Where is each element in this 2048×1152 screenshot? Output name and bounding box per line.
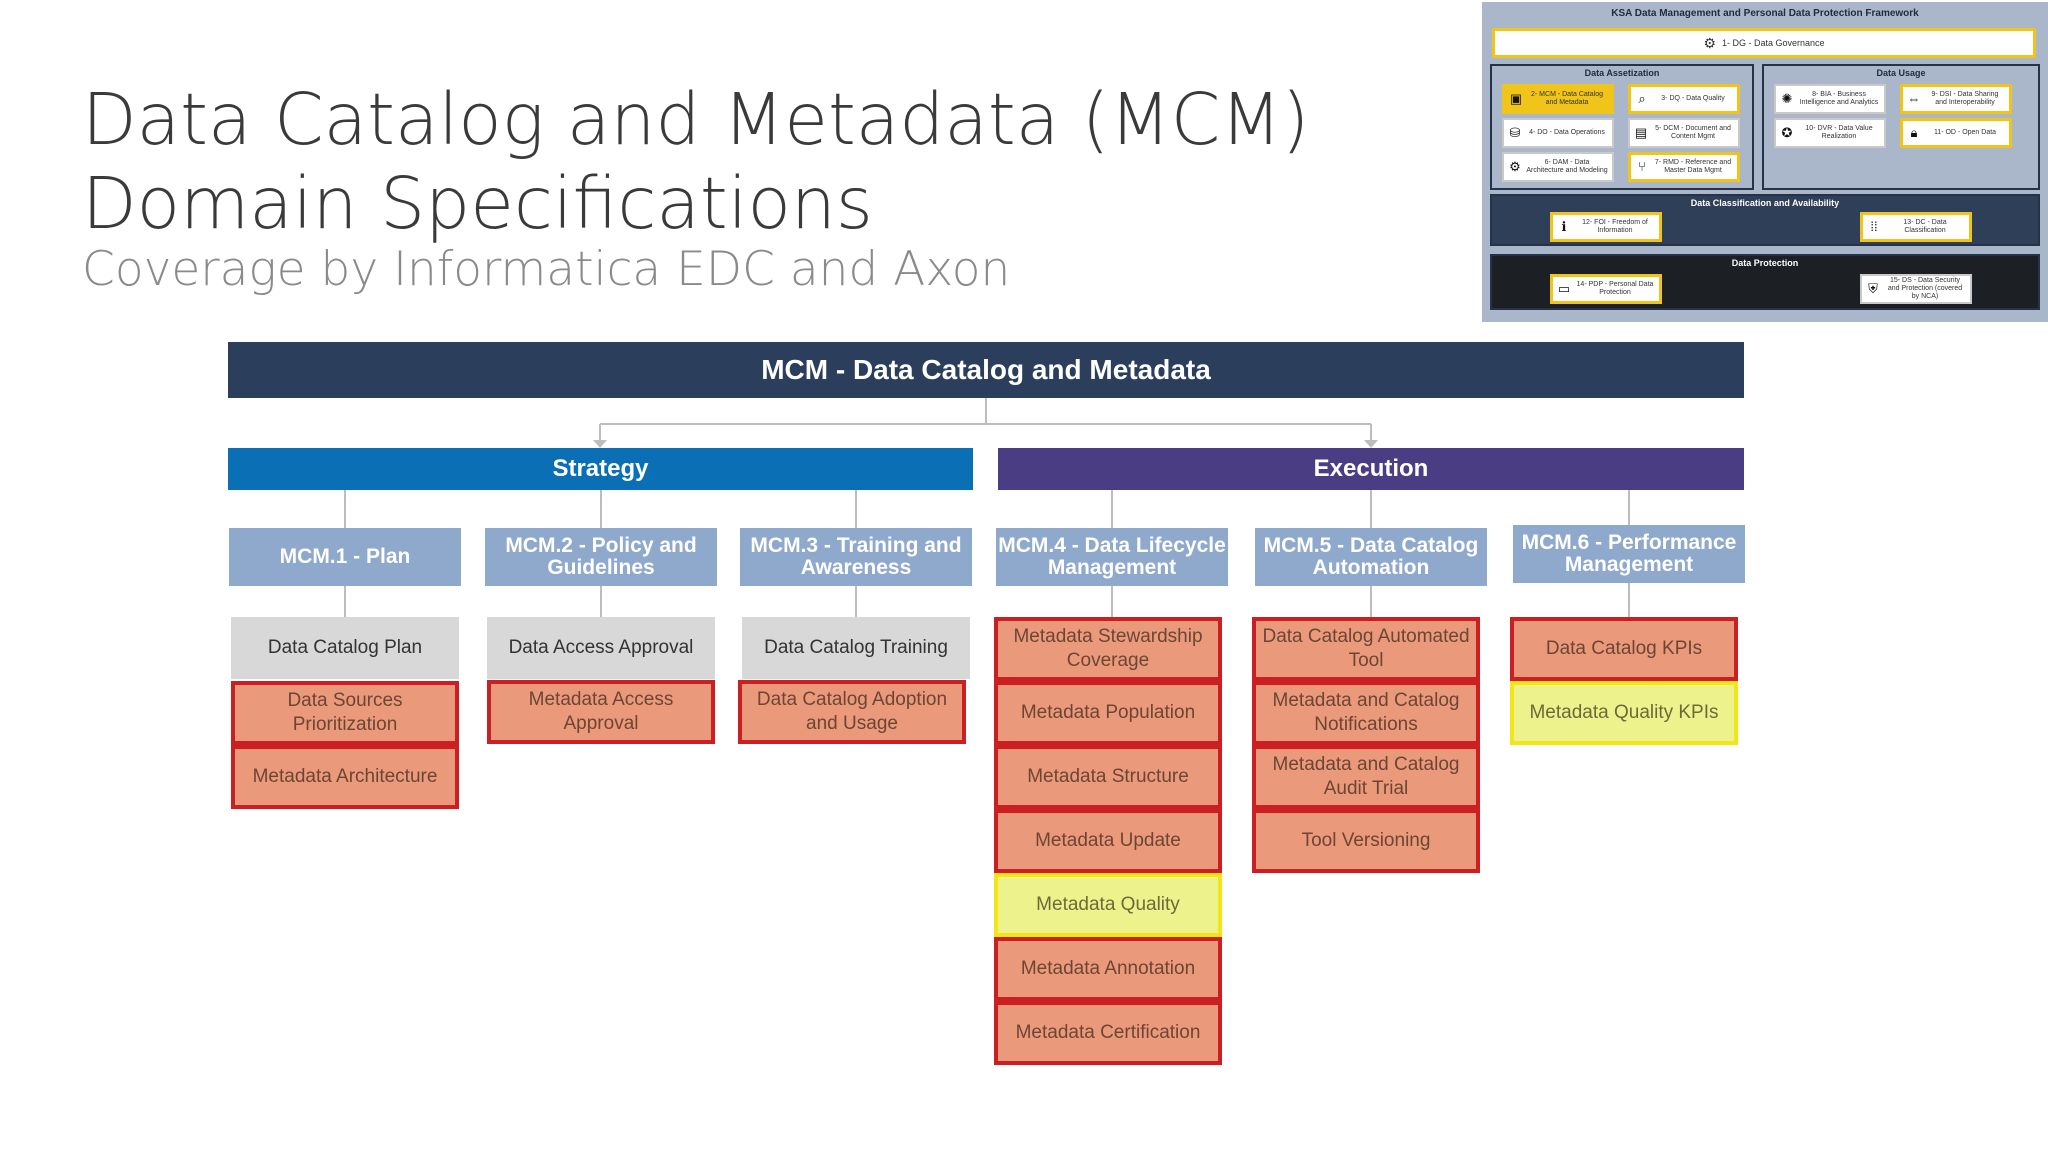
fw-item-dc: ⁞⁞13- DC - Data Classification xyxy=(1860,212,1972,242)
gear-icon: ⚙ xyxy=(1509,159,1521,174)
framework-assetization-panel: Data Assetization ▣2- MCM - Data Catalog… xyxy=(1490,64,1754,190)
database-icon: ⛁ xyxy=(1509,125,1521,140)
item-metadata-structure: Metadata Structure xyxy=(994,745,1222,809)
mcm-banner: MCM - Data Catalog and Metadata xyxy=(228,342,1744,398)
item-metadata-quality: Metadata Quality xyxy=(994,873,1222,937)
item-metadata-population: Metadata Population xyxy=(994,681,1222,745)
usage-title: Data Usage xyxy=(1876,68,1926,78)
assetization-title: Data Assetization xyxy=(1584,68,1660,78)
fw-item-dam: ⚙6- DAM - Data Architecture and Modeling xyxy=(1502,152,1614,182)
classification-title: Data Classification and Availability xyxy=(1690,198,1840,208)
framework-governance: ⚙ 1- DG - Data Governance xyxy=(1492,28,2036,58)
grid-icon: ⁞⁞ xyxy=(1870,219,1878,234)
fw-item-mcm: ▣2- MCM - Data Catalog and Metadata xyxy=(1502,84,1614,114)
item-metadata-architecture: Metadata Architecture xyxy=(231,745,459,809)
item-data-catalog-automated-tool: Data Catalog Automated Tool xyxy=(1252,617,1480,681)
arrow-execution xyxy=(1364,440,1378,448)
fw-item-pdp: ▭14- PDP - Personal Data Protection xyxy=(1550,274,1662,304)
fw-item-rmd: ⑂7- RMD - Reference and Master Data Mgmt xyxy=(1628,152,1740,182)
item-metadata-update: Metadata Update xyxy=(994,809,1222,873)
fw-item-dcm: ▤5- DCM - Document and Content Mgmt xyxy=(1628,118,1740,148)
item-data-catalog-training: Data Catalog Training xyxy=(742,617,970,679)
info-icon: ℹ xyxy=(1561,219,1567,234)
item-data-catalog-adoption: Data Catalog Adoption and Usage xyxy=(738,680,966,744)
fw-item-do: ⛁4- DO - Data Operations xyxy=(1502,118,1614,148)
id-card-icon: ▭ xyxy=(1557,281,1571,296)
item-metadata-catalog-audit-trial: Metadata and Catalog Audit Trial xyxy=(1252,745,1480,809)
slide-title: Data Catalog and Metadata (MCM) Domain S… xyxy=(82,78,1309,246)
exchange-icon: ⇔ xyxy=(1907,91,1921,106)
fw-item-od: 🔒︎11- OD - Open Data xyxy=(1900,118,2012,148)
framework-title: KSA Data Management and Personal Data Pr… xyxy=(1611,8,1919,19)
lock-icon: 🔒︎ xyxy=(1910,125,1918,140)
framework-thumbnail: KSA Data Management and Personal Data Pr… xyxy=(1482,2,2048,322)
column-header-mcm6: MCM.6 - Performance Management xyxy=(1513,525,1745,583)
phase-execution: Execution xyxy=(998,448,1744,490)
column-header-mcm5: MCM.5 - Data Catalog Automation xyxy=(1255,528,1487,586)
fw-item-dvr: ✪10- DVR - Data Value Realization xyxy=(1774,118,1886,148)
item-metadata-stewardship-coverage: Metadata Stewardship Coverage xyxy=(994,617,1222,681)
column-header-mcm3: MCM.3 - Training and Awareness xyxy=(740,528,972,586)
slide-subtitle: Coverage by Informatica EDC and Axon xyxy=(82,242,1011,297)
value-icon: ✪ xyxy=(1781,125,1793,140)
framework-usage-panel: Data Usage ✺8- BIA - Business Intelligen… xyxy=(1762,64,2040,190)
search-icon: ⌕ xyxy=(1638,91,1646,106)
title-line-2: Domain Specifications xyxy=(82,162,873,245)
brain-icon: ✺ xyxy=(1781,91,1793,106)
title-line-1: Data Catalog and Metadata (MCM) xyxy=(82,78,1310,161)
item-data-sources-prioritization: Data Sources Prioritization xyxy=(231,681,459,745)
protection-title: Data Protection xyxy=(1731,258,1799,268)
fw-item-dsi: ⇔9- DSI - Data Sharing and Interoperabil… xyxy=(1900,84,2012,114)
fw-item-bia: ✺8- BIA - Business Intelligence and Anal… xyxy=(1774,84,1886,114)
item-data-access-approval: Data Access Approval xyxy=(487,617,715,679)
item-metadata-catalog-notifications: Metadata and Catalog Notifications xyxy=(1252,681,1480,745)
framework-governance-label: 1- DG - Data Governance xyxy=(1722,38,1825,48)
item-metadata-access-approval: Metadata Access Approval xyxy=(487,680,715,744)
column-header-mcm1: MCM.1 - Plan xyxy=(229,528,461,586)
column-header-mcm4: MCM.4 - Data Lifecycle Management xyxy=(996,528,1228,586)
fw-item-dq: ⌕3- DQ - Data Quality xyxy=(1628,84,1740,114)
fw-item-ds: ⛨15- DS - Data Security and Protection (… xyxy=(1860,274,1972,304)
document-icon: ▤ xyxy=(1634,125,1648,140)
column-header-mcm2: MCM.2 - Policy and Guidelines xyxy=(485,528,717,586)
item-metadata-certification: Metadata Certification xyxy=(994,1001,1222,1065)
shield-icon: ⛨ xyxy=(1868,281,1878,296)
branch-icon: ⑂ xyxy=(1638,159,1646,174)
item-data-catalog-plan: Data Catalog Plan xyxy=(231,617,459,679)
item-metadata-annotation: Metadata Annotation xyxy=(994,937,1222,1001)
arrow-strategy xyxy=(593,440,607,448)
catalog-icon: ▣ xyxy=(1509,91,1523,106)
item-tool-versioning: Tool Versioning xyxy=(1252,809,1480,873)
gears-icon: ⚙ xyxy=(1703,34,1716,51)
phase-strategy: Strategy xyxy=(228,448,973,490)
framework-protection-panel: Data Protection ▭14- PDP - Personal Data… xyxy=(1490,254,2040,310)
item-metadata-quality-kpis: Metadata Quality KPIs xyxy=(1510,681,1738,745)
item-data-catalog-kpis: Data Catalog KPIs xyxy=(1510,617,1738,681)
